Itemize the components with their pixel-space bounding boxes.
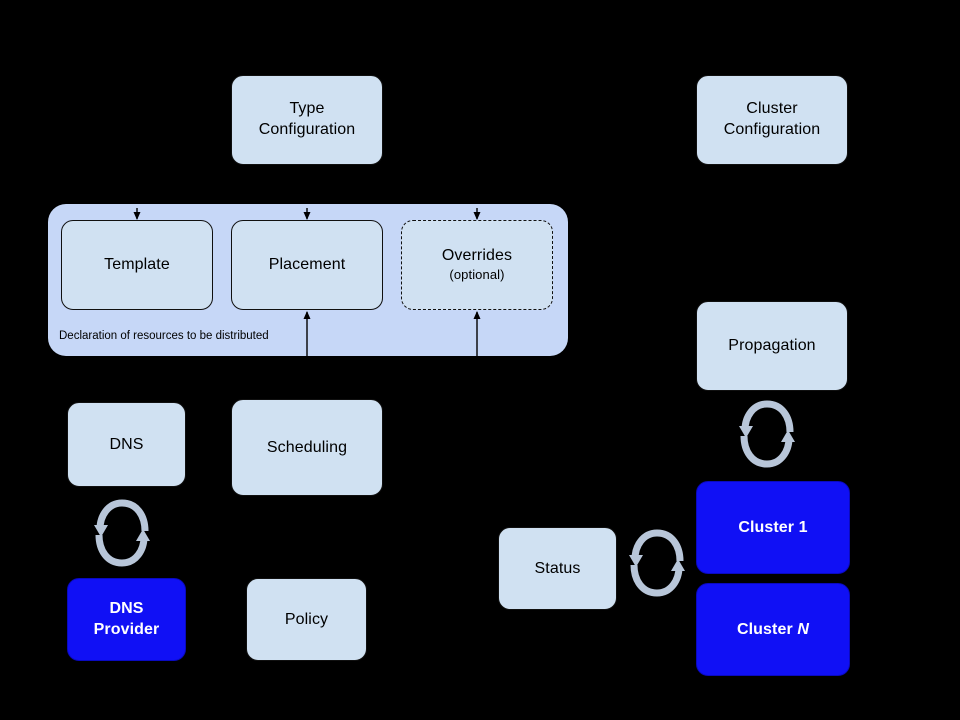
node-label-status: Status [535, 559, 581, 579]
label-line-1: Template [104, 256, 170, 273]
node-label-policy: Policy [285, 610, 328, 630]
node-label-cluster-1: Cluster 1 [738, 518, 807, 538]
label-line-1: Scheduling [266, 438, 348, 456]
node-policy: Policy [246, 578, 367, 661]
node-label-placement: Placement [269, 255, 346, 275]
label-line-1: Cluster N [736, 620, 810, 638]
label-line-1: DNS [109, 435, 144, 453]
node-template: Template [61, 220, 213, 310]
label-line-1: Overrides [441, 247, 513, 265]
label-line-2: (optional) [449, 266, 505, 282]
node-label-dns-provider: DNS Provider [94, 599, 160, 641]
node-status: Status [498, 527, 617, 610]
node-label-dns: DNS [109, 435, 143, 455]
label-line-1: Policy [284, 610, 329, 628]
label-line-1: Propagation [728, 337, 816, 354]
node-dns-provider: DNS Provider [67, 578, 186, 661]
label-line-1: Placement [268, 256, 346, 273]
node-overrides: Overrides(optional) [401, 220, 553, 310]
node-scheduling: Scheduling [231, 399, 383, 496]
node-label-propagation: Propagation [728, 336, 815, 356]
label-line-1: Cluster [746, 100, 798, 118]
node-placement: Placement [231, 220, 383, 310]
node-label-template: Template [104, 255, 170, 275]
label-line-1: Type [289, 100, 325, 118]
label-line-2: Configuration [723, 121, 821, 138]
label-line-1: DNS [109, 599, 144, 617]
label-line-1: Status [534, 559, 581, 577]
label-italic-suffix: N [797, 620, 810, 638]
container-caption: Declaration of resources to be distribut… [59, 330, 269, 342]
node-propagation: Propagation [696, 301, 848, 391]
label-line-1: Cluster 1 [738, 518, 808, 536]
label-line-2: Provider [93, 620, 160, 638]
node-cluster-n: Cluster N [696, 583, 850, 676]
node-dns: DNS [67, 402, 186, 487]
sync-dns-icon [92, 497, 152, 569]
node-cluster-1: Cluster 1 [696, 481, 850, 574]
sync-propagation-icon [737, 398, 797, 470]
sync-status-icon [627, 527, 687, 599]
node-label-cluster-n: Cluster N [737, 620, 809, 640]
node-label-overrides: Overrides(optional) [442, 246, 512, 284]
node-label-scheduling: Scheduling [267, 438, 347, 458]
label-line-2: Configuration [258, 121, 356, 138]
